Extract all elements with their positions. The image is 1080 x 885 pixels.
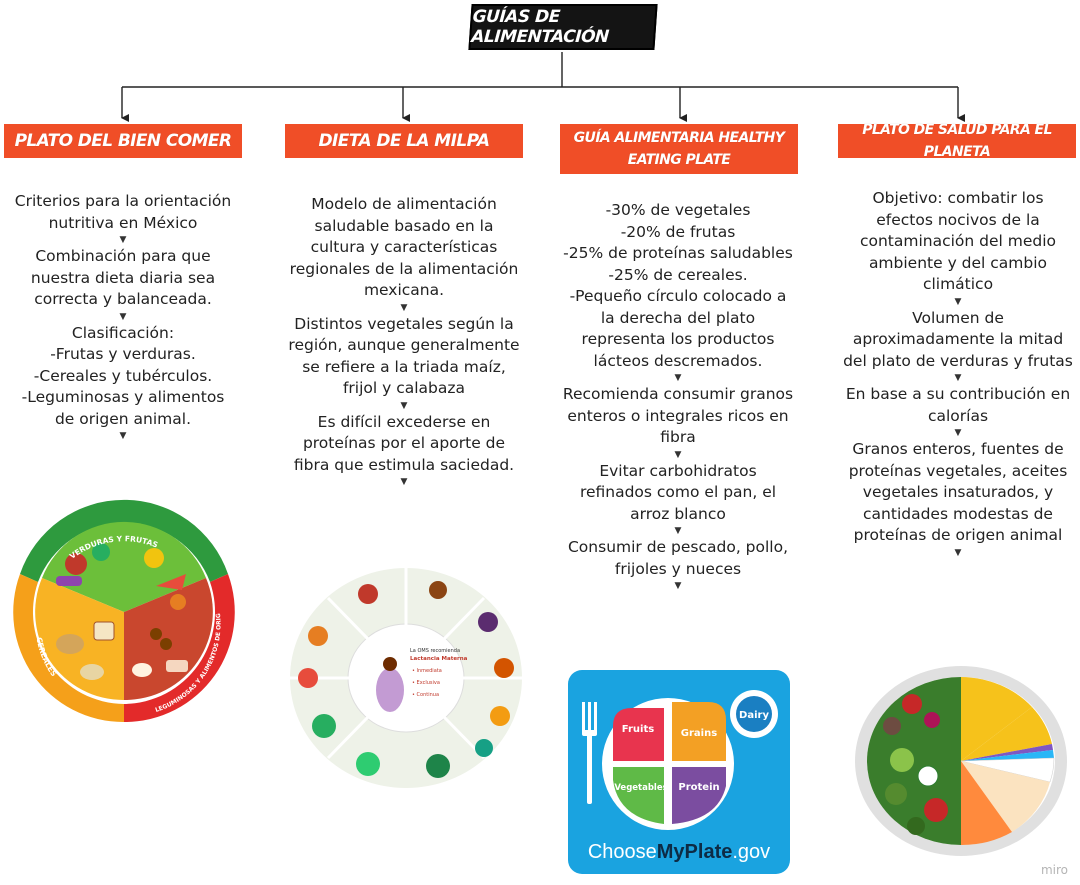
milpa-line-continua: • Continua [412,692,439,698]
column-healthy-eating-plate: -30% de vegetales -20% de frutas -25% de… [562,200,794,592]
diagram-title: GUÍAS DE ALIMENTACIÓN [468,4,658,50]
column-3-item: Objetivo: combatir los efectos nocivos d… [859,189,1057,293]
header-healthy-eating-plate: GUÍA ALIMENTARIA HEALTHY EATING PLATE [560,124,798,174]
down-arrow-icon: ▼ [119,235,127,245]
down-arrow-icon: ▼ [674,581,682,591]
choose-my-plate-image: Fruits Grains Vegetables Protein Dairy C… [568,670,790,874]
column-plato-del-bien-comer: Criterios para la orientación nutritiva … [10,191,236,442]
column-3-item: Granos enteros, fuentes de proteínas veg… [848,440,1068,544]
column-1-item: Modelo de alimentación saludable basado … [289,195,519,299]
milpa-line-oms: La OMS recomienda [410,648,460,654]
down-arrow-icon: ▼ [119,311,127,322]
column-3-item: Volumen de aproximadamente la mitad del … [843,308,1073,370]
column-2-item: Recomienda consumir granos enteros o int… [562,385,794,446]
down-arrow-icon: ▼ [400,400,408,411]
myplate-protein: Protein [678,782,719,793]
down-arrow-icon: ▼ [119,431,127,441]
brand-bold: MyPlate [657,841,733,863]
milpa-line-exclusiva: • Exclusiva [412,680,440,686]
column-1-item: Es difícil excederse en proteínas por el… [293,412,515,474]
brand-suffix: .gov [732,841,770,863]
column-dieta-de-la-milpa: Modelo de alimentación saludable basado … [288,194,520,488]
down-arrow-icon: ▼ [400,302,408,313]
column-0-item: Combinación para que nuestra dieta diari… [30,247,216,308]
myplate-fruits: Fruits [622,724,654,735]
milpa-line-inmediata: • Inmediata [412,668,442,674]
miro-watermark: miro [1040,863,1068,877]
down-arrow-icon: ▼ [674,526,682,536]
column-0-item: Criterios para la orientación nutritiva … [14,192,232,232]
dieta-de-la-milpa-image: La OMS recomienda Lactancia Materna • In… [290,568,522,788]
down-arrow-icon: ▼ [954,428,962,438]
down-arrow-icon: ▼ [954,547,962,558]
down-arrow-icon: ▼ [954,373,962,383]
myplate-vegetables: Vegetables [614,783,667,793]
column-2-item: Consumir de pescado, pollo, frijoles y n… [567,538,789,578]
header-plato-del-bien-comer: PLATO DEL BIEN COMER [4,124,242,158]
column-3-item: En base a su contribución en calorías [845,385,1071,425]
column-2-item: Evitar carbohidratos refinados como el p… [579,461,777,523]
down-arrow-icon: ▼ [400,477,408,487]
plato-del-bien-comer-image: VERDURAS Y FRUTAS CEREALES LEGUMINOSAS Y… [6,494,240,728]
myplate-brand: ChooseMyPlate.gov [588,841,770,863]
column-2-item: -30% de vegetales -20% de frutas -25% de… [563,201,793,370]
milpa-line-lactancia: Lactancia Materna [410,656,468,662]
planetary-health-plate-image [855,666,1067,856]
myplate-grains: Grains [681,728,717,739]
header-plato-salud-planeta: PLATO DE SALUD PARA EL PLANETA [838,122,1076,160]
header-dieta-de-la-milpa: DIETA DE LA MILPA [285,124,523,158]
column-plato-salud-planeta: Objetivo: combatir los efectos nocivos d… [842,188,1074,559]
column-0-item: Clasificación: -Frutas y verduras. -Cere… [21,323,225,428]
down-arrow-icon: ▼ [954,296,962,307]
down-arrow-icon: ▼ [674,373,682,383]
myplate-dairy: Dairy [739,710,769,721]
down-arrow-icon: ▼ [674,449,682,460]
brand-prefix: Choose [588,841,657,863]
column-1-item: Distintos vegetales según la región, aun… [288,314,520,398]
